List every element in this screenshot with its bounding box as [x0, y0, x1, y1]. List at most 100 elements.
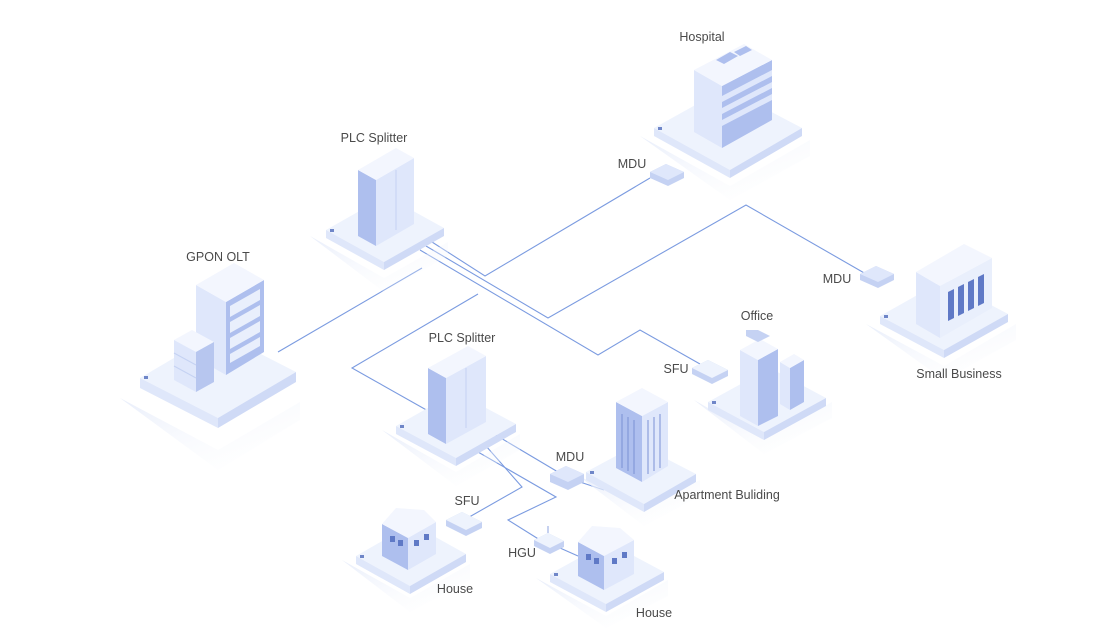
shadow: [310, 236, 448, 292]
platform-right: [730, 128, 802, 178]
port-led: [658, 127, 662, 130]
label-mdu-business: MDU: [823, 272, 851, 286]
shadow: [694, 400, 832, 454]
rooftop-unit: [716, 52, 738, 64]
hospital-stripes: [722, 70, 772, 126]
hospital-side: [694, 70, 722, 148]
mdu-apartment-device[interactable]: [550, 466, 584, 490]
shadow: [640, 136, 810, 200]
platform-left: [356, 556, 410, 594]
label-small-business: Small Business: [916, 367, 1001, 381]
small-business-node[interactable]: [866, 244, 1016, 380]
link-splitter-to-hgu-house: [477, 451, 558, 541]
link-splitter-to-hospital-mdu: [431, 177, 651, 277]
shadow: [120, 398, 300, 470]
house-windows: [586, 552, 627, 564]
house-wall-side: [578, 542, 604, 590]
platform-left: [586, 472, 644, 512]
label-sfu-office: SFU: [664, 362, 689, 376]
link-splitter-to-office-sfu: [419, 249, 701, 365]
hospital-node[interactable]: [640, 44, 810, 200]
platform-right: [410, 554, 466, 594]
fiber-links: [277, 177, 867, 557]
port-led: [712, 401, 716, 404]
label-house-right: House: [636, 606, 672, 620]
cabinet-top: [358, 148, 414, 180]
business-roof: [916, 244, 992, 286]
label-office: Office: [741, 309, 773, 323]
link-hgu-to-house: [559, 547, 579, 557]
port-led: [360, 555, 364, 558]
hgu-house-device[interactable]: [534, 526, 564, 554]
house-windows: [390, 534, 429, 546]
label-plc-splitter-top: PLC Splitter: [341, 131, 408, 145]
mdu-business-device[interactable]: [860, 266, 894, 288]
label-plc-splitter-mid: PLC Splitter: [429, 331, 496, 345]
platform-right: [456, 424, 516, 466]
plc-splitter-top-node[interactable]: [310, 148, 448, 292]
platform-right: [384, 228, 444, 270]
shadow: [866, 324, 1016, 380]
house-left-node[interactable]: [342, 508, 470, 612]
apartment-building-node[interactable]: [576, 388, 700, 526]
gpon-olt-node[interactable]: [120, 263, 300, 470]
label-hospital: Hospital: [679, 30, 724, 44]
apartment-windows: [621, 414, 661, 474]
shadow: [536, 578, 668, 628]
platform-right: [764, 398, 826, 440]
platform-right: [944, 314, 1008, 358]
rooftop-unit: [734, 46, 752, 56]
cabinet-side: [428, 368, 446, 444]
office-annex-top: [780, 354, 804, 368]
hospital-roof: [694, 44, 772, 86]
office-annex-front: [790, 360, 804, 410]
sfu-house-device[interactable]: [446, 512, 482, 536]
apartment-side: [616, 402, 642, 482]
platform-left: [708, 402, 764, 440]
rack-top: [196, 263, 264, 302]
cabinet-top: [428, 346, 486, 378]
port-led: [144, 376, 148, 379]
port-led: [330, 229, 334, 232]
office-tower-top: [740, 339, 778, 360]
shadow: [342, 560, 470, 612]
office-node[interactable]: [694, 330, 832, 454]
apartment-roof: [616, 388, 668, 416]
cabinet-side: [358, 170, 376, 246]
platform-left: [326, 230, 384, 270]
port-led: [400, 425, 404, 428]
business-side: [916, 272, 940, 338]
office-tower-side: [740, 350, 758, 426]
shadow: [382, 430, 520, 486]
house-roof: [578, 526, 634, 556]
platform-right: [218, 372, 296, 428]
office-tower-front: [758, 349, 778, 426]
house-roof: [382, 508, 436, 538]
platform-left: [396, 426, 456, 466]
link-splitter-to-splitter-mid: [350, 293, 479, 413]
sfu-office-device[interactable]: [692, 360, 728, 384]
link-splitter-to-apartment-mdu: [493, 433, 559, 473]
port-led: [884, 315, 888, 318]
olt-units: [173, 330, 214, 392]
plc-splitter-mid-node[interactable]: [382, 346, 520, 486]
mdu-hospital-device[interactable]: [650, 164, 684, 186]
link-splitter-to-business-mdu: [425, 204, 867, 319]
rack-modules: [230, 289, 260, 363]
shadow: [576, 474, 700, 526]
label-apartment-building: Apartment Buliding: [674, 488, 780, 502]
business-windows: [948, 274, 984, 321]
port-led: [554, 573, 558, 576]
port-led: [590, 471, 594, 474]
label-mdu-apartment: MDU: [556, 450, 584, 464]
platform-left: [550, 574, 606, 612]
label-gpon-olt: GPON OLT: [186, 250, 250, 264]
house-right-node[interactable]: [536, 526, 668, 628]
label-house-left: House: [437, 582, 473, 596]
label-mdu-hospital: MDU: [618, 157, 646, 171]
platform-left: [140, 378, 218, 428]
office-annex-side: [780, 362, 790, 410]
node-labels: Hospital PLC Splitter GPON OLT MDU MDU S…: [186, 30, 1002, 620]
house-wall-side: [382, 524, 408, 570]
